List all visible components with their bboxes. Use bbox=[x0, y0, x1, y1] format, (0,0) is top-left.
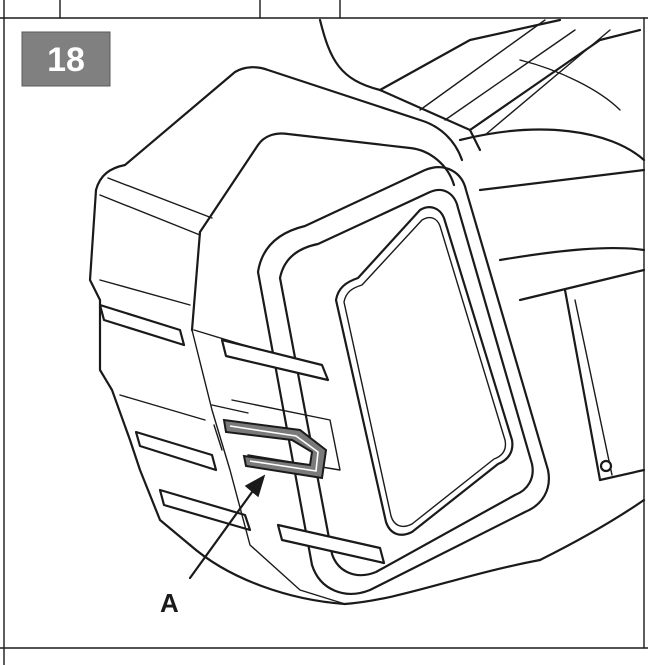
callout-label-a: A bbox=[160, 588, 179, 618]
release-latch bbox=[222, 418, 328, 480]
callout-a: A bbox=[160, 474, 266, 618]
figure-number-badge: 18 bbox=[21, 31, 111, 87]
figure-number: 18 bbox=[47, 41, 85, 79]
previous-figure-edge bbox=[59, 0, 341, 19]
machine-body bbox=[318, 18, 646, 562]
battery-pack bbox=[88, 66, 550, 606]
